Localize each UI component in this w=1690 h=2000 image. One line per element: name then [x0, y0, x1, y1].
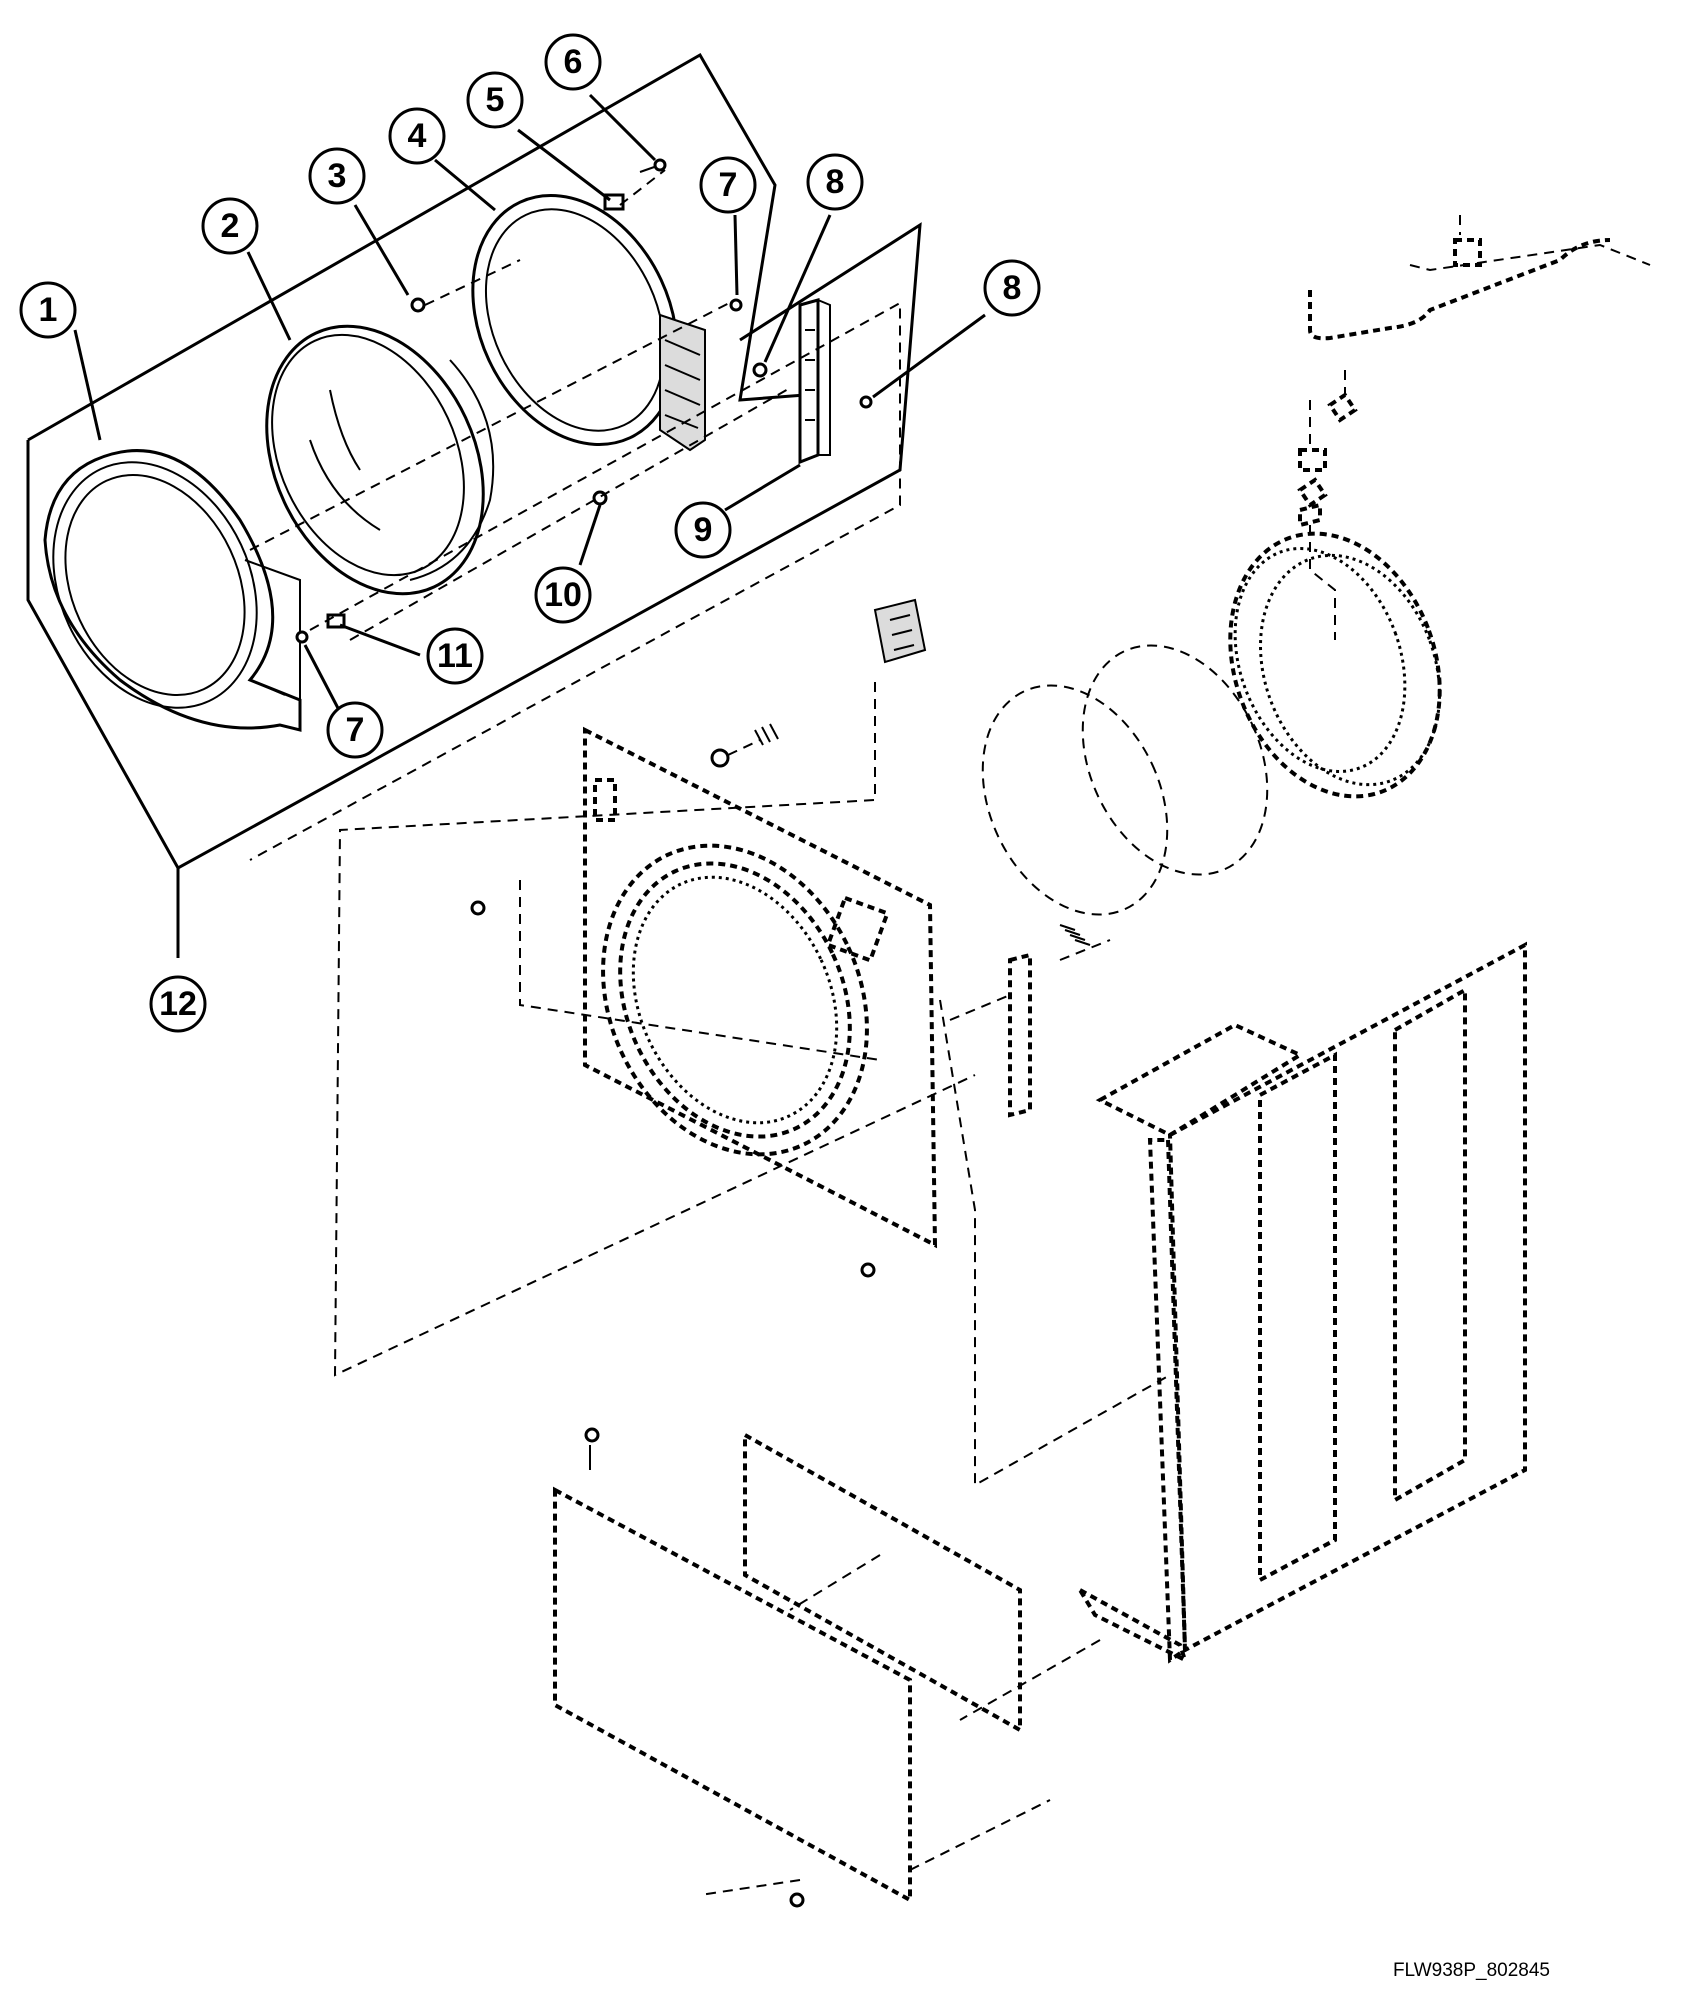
door-glass [265, 324, 495, 596]
callout-6: 6 [544, 33, 602, 91]
callout-number: 3 [328, 157, 347, 195]
callout-number: 10 [544, 576, 582, 614]
callout-number: 4 [408, 117, 427, 155]
callout-12: 12 [149, 975, 207, 1033]
upper-hose [1297, 215, 1651, 640]
callout-9: 9 [674, 501, 732, 559]
callout-4: 4 [388, 107, 446, 165]
callout-number: 5 [486, 81, 505, 119]
front-panel-frame [333, 682, 1171, 1487]
callout-3: 3 [308, 147, 366, 205]
callout-number: 7 [346, 711, 365, 749]
callout-10: 10 [534, 566, 592, 624]
lower-panels [553, 1427, 1101, 1908]
screw-item-8-left [752, 362, 768, 378]
inner-door-ring [471, 194, 706, 452]
callout-7-lower: 7 [326, 701, 384, 759]
callout-leaders [73, 93, 986, 713]
callout-number: 8 [1003, 269, 1022, 307]
callout-number: 11 [437, 637, 473, 675]
hinge [798, 298, 831, 465]
callout-number: 6 [564, 43, 583, 81]
door-boot-seal [1228, 531, 1442, 799]
door-front-ring [43, 449, 302, 732]
callout-number: 9 [694, 511, 713, 549]
callout-number: 1 [39, 291, 58, 329]
drawing-id-label: FLW938P_802845 [1392, 1960, 1550, 1981]
screw-item-7-upper [729, 298, 743, 312]
door-gasket-ring [981, 644, 1269, 946]
callout-8-right: 8 [983, 259, 1041, 317]
callout-1: 1 [19, 281, 77, 339]
callout-number: 7 [719, 166, 738, 204]
door-assembly-axes [249, 169, 901, 861]
callout-number: 2 [221, 207, 240, 245]
callout-8-left: 8 [806, 153, 864, 211]
callout-5: 5 [466, 71, 524, 129]
callout-7-upper: 7 [699, 156, 757, 214]
front-panel [583, 726, 938, 1249]
door-assembly-bracket [26, 52, 922, 958]
callout-11: 11 [426, 627, 484, 685]
cabinet-body [1074, 941, 1527, 1664]
screw-item-7-lower [295, 630, 309, 644]
nut-item-3 [410, 297, 426, 313]
lower-hinge-bracket [949, 939, 1111, 1118]
callout-2: 2 [201, 197, 259, 255]
screw-item-8-right [859, 395, 873, 409]
door-small-parts [295, 158, 873, 644]
callout-number: 12 [159, 985, 197, 1023]
front-panel-fittings [470, 598, 927, 1278]
callout-number: 8 [826, 163, 845, 201]
